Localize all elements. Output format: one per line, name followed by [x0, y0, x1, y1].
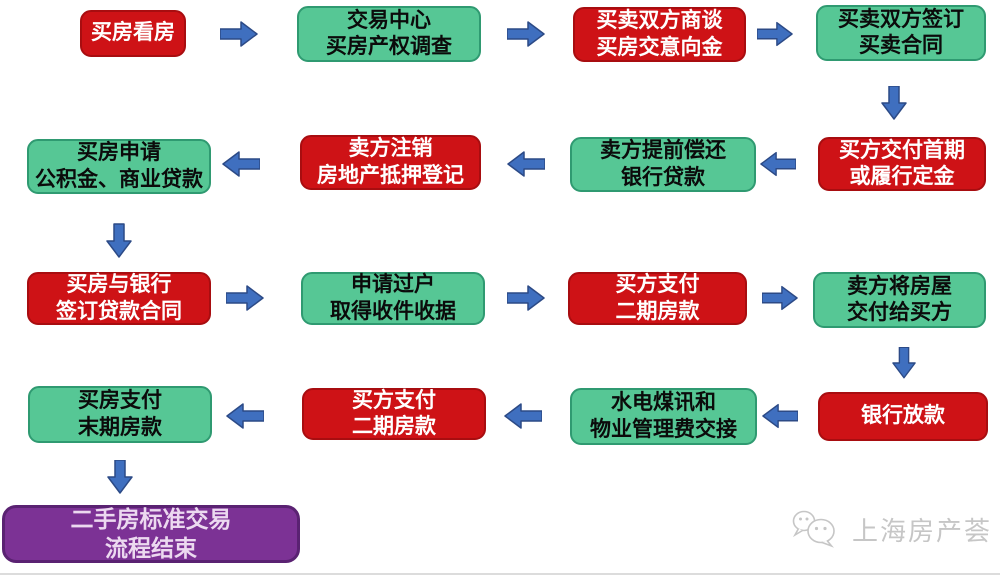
arrow-right-icon: [757, 21, 793, 47]
arrow-right-icon: [226, 285, 264, 311]
flow-node-sign-contract: 买卖双方签订 买卖合同: [816, 5, 986, 61]
arrow-left-icon: [762, 403, 798, 429]
arrow-left-icon: [760, 151, 796, 177]
arrow-right-icon: [762, 285, 798, 311]
arrow-left-icon: [222, 151, 260, 177]
arrow-right-icon: [507, 21, 545, 47]
flow-node-transfer-application: 申请过户 取得收件收据: [301, 272, 485, 325]
flow-node-pay-final-installment: 买房支付 末期房款: [28, 386, 212, 443]
bottom-divider: [0, 573, 1000, 575]
arrow-down-icon: [106, 223, 132, 258]
flow-node-cancel-mortgage: 卖方注销 房地产抵押登记: [300, 135, 481, 190]
flow-node-utilities-handover: 水电煤讯和 物业管理费交接: [570, 388, 757, 445]
arrow-down-icon: [107, 460, 133, 494]
flow-node-pay-second-installment-2: 买方支付 二期房款: [302, 388, 486, 440]
wechat-icon: [792, 510, 835, 548]
flow-node-seller-repay-loan: 卖方提前偿还 银行贷款: [570, 137, 756, 192]
watermark-text: 上海房产荟: [852, 515, 993, 546]
arrow-down-icon: [881, 86, 907, 120]
arrow-down-icon: [892, 347, 916, 379]
flow-node-title-search: 交易中心 买房产权调查: [297, 6, 481, 62]
flow-node-pay-second-installment: 买方支付 二期房款: [568, 272, 747, 325]
flow-node-apply-loan: 买房申请 公积金、商业贷款: [27, 139, 211, 194]
arrow-right-icon: [507, 285, 545, 311]
watermark: 上海房产荟: [790, 508, 992, 550]
arrow-left-icon: [504, 403, 542, 429]
arrow-left-icon: [507, 151, 545, 177]
flow-node-sign-loan-contract: 买房与银行 签订贷款合同: [27, 272, 211, 325]
flow-node-pay-downpayment: 买方交付首期 或履行定金: [818, 137, 986, 191]
flow-node-view-house: 买房看房: [80, 10, 186, 57]
arrow-left-icon: [226, 403, 264, 429]
flow-node-bank-disbursement: 银行放款: [818, 392, 988, 441]
arrow-right-icon: [220, 21, 258, 47]
flow-node-process-end: 二手房标准交易 流程结束: [2, 505, 300, 563]
flow-node-house-handover: 卖方将房屋 交付给买方: [813, 272, 986, 328]
flow-node-negotiate-deposit: 买卖双方商谈 买房交意向金: [573, 7, 746, 62]
